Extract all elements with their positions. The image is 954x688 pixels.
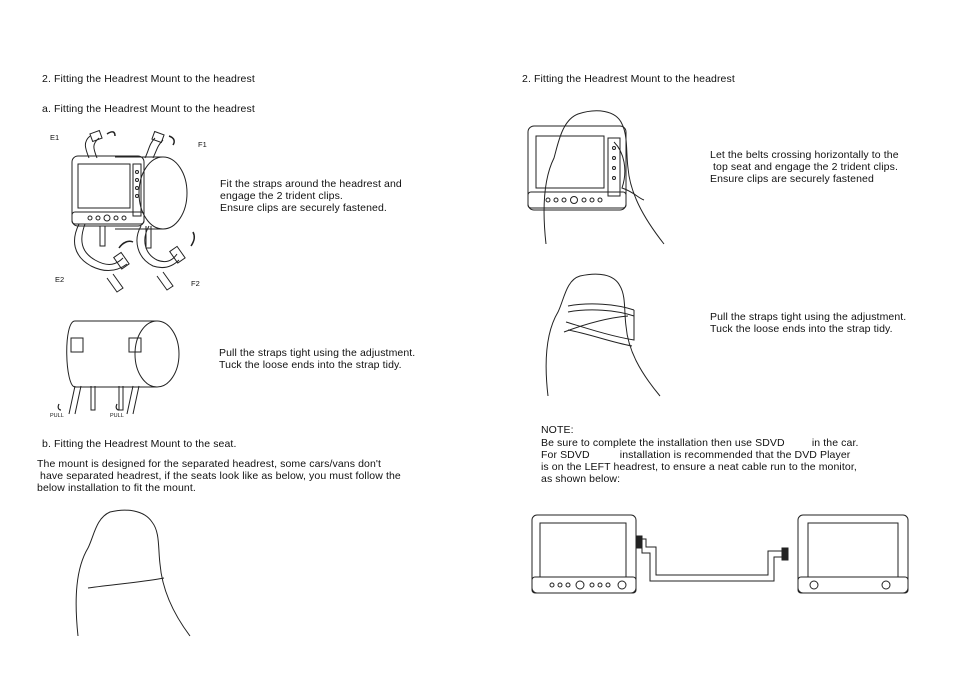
- figure-seat-monitor: [524, 108, 672, 244]
- figure-crossed-straps: [540, 272, 680, 396]
- left-subheading-b: b. Fitting the Headrest Mount to the sea…: [42, 438, 237, 450]
- right-step2-line1: Pull the straps tight using the adjustme…: [710, 311, 907, 323]
- label-e2: E2: [55, 275, 65, 284]
- note-line3: is on the LEFT headrest, to ensure a nea…: [541, 461, 857, 473]
- note-line2: For SDVD installation is recommended tha…: [541, 449, 851, 461]
- left-step2-line1: Pull the straps tight using the adjustme…: [219, 347, 416, 359]
- label-e1: E1: [50, 133, 60, 142]
- seat-desc-line1: The mount is designed for the separated …: [37, 458, 382, 470]
- left-step2-line2: Tuck the loose ends into the strap tidy.: [219, 359, 402, 371]
- figure-strap-tighten: [45, 318, 185, 418]
- left-step1-line2: engage the 2 trident clips.: [220, 190, 343, 202]
- figure-seat-outline: [68, 508, 194, 636]
- left-heading: 2. Fitting the Headrest Mount to the hea…: [42, 73, 255, 85]
- left-subheading-a: a. Fitting the Headrest Mount to the hea…: [42, 103, 255, 115]
- figure-strap-fitting: [45, 128, 205, 298]
- note-line1: Be sure to complete the installation the…: [541, 437, 859, 449]
- left-step1-line3: Ensure clips are securely fastened.: [220, 202, 387, 214]
- right-step1-line2: top seat and engage the 2 trident clips.: [710, 161, 898, 173]
- note-line4: as shown below:: [541, 473, 621, 485]
- right-heading: 2. Fitting the Headrest Mount to the hea…: [522, 73, 735, 85]
- seat-desc-line3: below installation to fit the mount.: [37, 482, 196, 494]
- figure-two-monitor-cable: [530, 513, 915, 597]
- label-f1: F1: [198, 140, 207, 149]
- pull-label-right: PULL: [110, 413, 124, 419]
- pull-label-left: PULL: [50, 413, 64, 419]
- label-f2: F2: [191, 279, 200, 288]
- note-title: NOTE:: [541, 424, 574, 436]
- left-step1-line1: Fit the straps around the headrest and: [220, 178, 402, 190]
- right-step2-line2: Tuck the loose ends into the strap tidy.: [710, 323, 893, 335]
- right-step1-line3: Ensure clips are securely fastened: [710, 173, 874, 185]
- seat-desc-line2: have separated headrest, if the seats lo…: [37, 470, 401, 482]
- right-step1-line1: Let the belts crossing horizontally to t…: [710, 149, 899, 161]
